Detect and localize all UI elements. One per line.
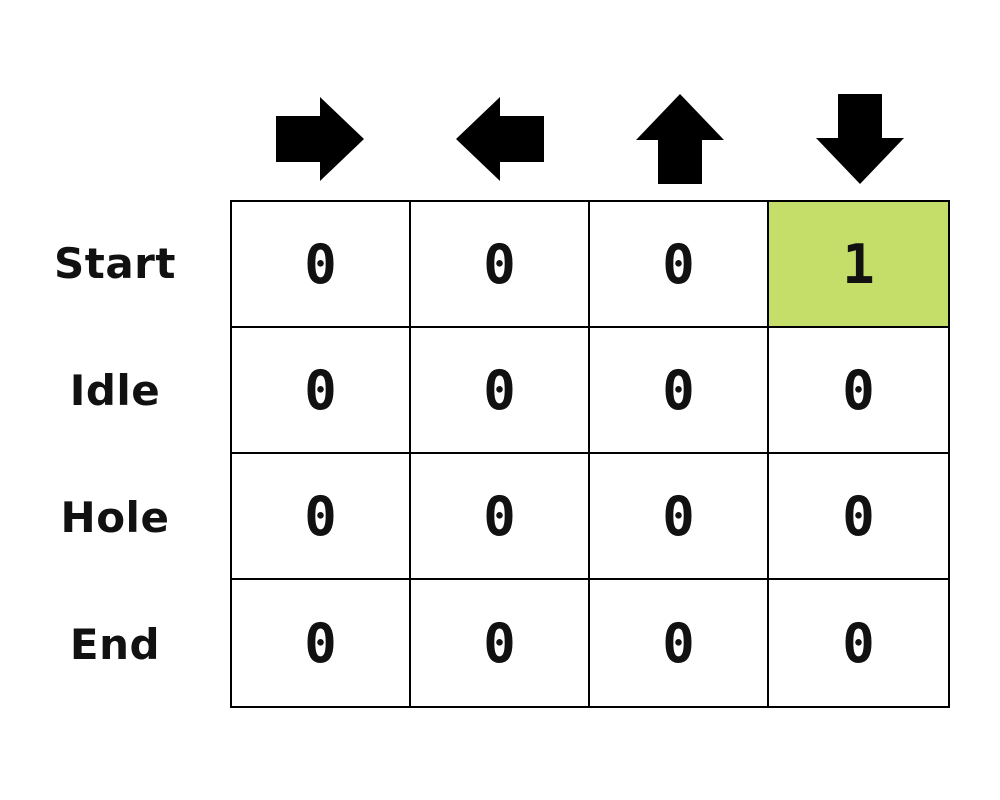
right-arrow-icon	[276, 97, 364, 181]
qcell-highlighted: 1	[769, 202, 948, 328]
qcell-idle-up: 0	[590, 328, 769, 454]
action-header-row	[230, 88, 950, 184]
qcell-start-right: 0	[232, 202, 411, 328]
row-label-end: End	[69, 620, 161, 669]
action-header-down	[770, 88, 950, 184]
qcell-hole-up: 0	[590, 454, 769, 580]
state-label-column: Start Idle Hole End	[0, 200, 230, 708]
action-header-left	[410, 88, 590, 184]
qcell-hole-right: 0	[232, 454, 411, 580]
row-label-start: Start	[54, 239, 176, 288]
action-header-right	[230, 88, 410, 184]
qcell-hole-down: 0	[769, 454, 948, 580]
qcell-start-up: 0	[590, 202, 769, 328]
row-label-hole: Hole	[60, 493, 170, 542]
up-arrow-icon	[636, 94, 724, 184]
qcell-idle-left: 0	[411, 328, 590, 454]
qcell-end-right: 0	[232, 580, 411, 706]
left-arrow-icon	[456, 97, 544, 181]
qcell-hole-left: 0	[411, 454, 590, 580]
row-label-idle: Idle	[69, 366, 161, 415]
down-arrow-icon	[816, 94, 904, 184]
value-grid: 0 0 0 1 0 0 0 0 0 0 0 0 0 0 0 0	[230, 200, 950, 708]
qcell-end-down: 0	[769, 580, 948, 706]
action-header-up	[590, 88, 770, 184]
qcell-end-up: 0	[590, 580, 769, 706]
qcell-idle-right: 0	[232, 328, 411, 454]
qcell-end-left: 0	[411, 580, 590, 706]
qcell-idle-down: 0	[769, 328, 948, 454]
qcell-start-left: 0	[411, 202, 590, 328]
